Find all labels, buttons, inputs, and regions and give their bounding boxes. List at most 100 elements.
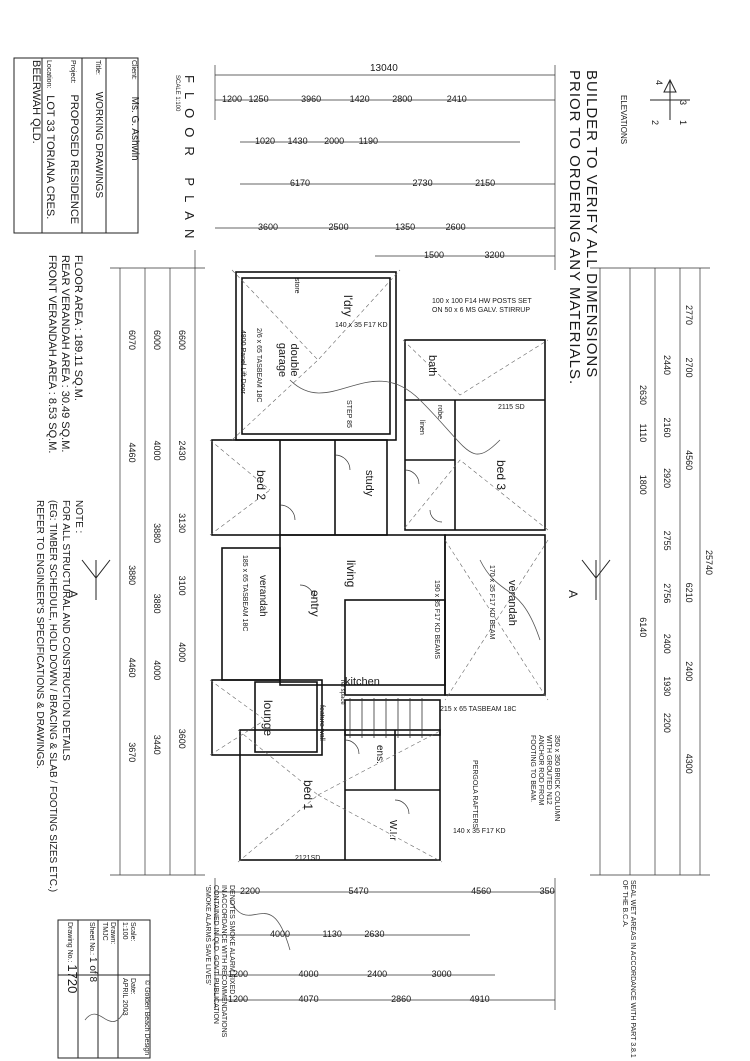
wet-line1: SEAL WET AREAS IN ACCORDANCE WITH PART 3… — [629, 880, 636, 1058]
dim-r3-3: 6140 — [638, 617, 648, 638]
wet-areas-note: SEAL WET AREAS IN ACCORDANCE WITH PART 3… — [620, 880, 636, 1058]
dim-l3-3: 4460 — [127, 657, 137, 678]
garage-door-text: 4800 Panel Lift Door — [239, 330, 246, 394]
elevation-mark-1: 1 — [678, 120, 688, 125]
room-store-text: store — [293, 278, 300, 294]
room-verandah-front: verandah — [257, 575, 268, 617]
room-feature-wall: feature wall — [318, 705, 325, 741]
room-bath: bath — [426, 355, 438, 376]
client-label: Client: — [130, 60, 137, 80]
dim-r2-4: 2756 — [662, 583, 672, 604]
room-robe: robe — [436, 405, 443, 419]
pergola-text: PERGOLA RAFTERS — [471, 760, 478, 829]
dim-r1-5: 4300 — [684, 753, 694, 774]
room-linen-text: linen — [418, 420, 425, 435]
note-line1: FOR ALL STRUCTURAL AND CONSTRUCTION DETA… — [60, 500, 71, 761]
dim-r1-3: 6210 — [684, 582, 694, 603]
dim-r3-2: 1800 — [638, 474, 648, 495]
step-text: STEP 85 — [345, 400, 352, 428]
room-bed1: bed 1 — [301, 780, 315, 810]
dim-t1-1: 1250 — [248, 94, 269, 104]
dim-b1-3: 350 — [539, 886, 555, 896]
dim-r2-3: 2755 — [662, 530, 672, 551]
client-name: Ms. G. Ashwin — [129, 96, 140, 161]
beam-bed1-text: 140 x 35 F17 KD — [453, 828, 506, 835]
dim-r-overall: 25740 — [704, 550, 714, 576]
section-marker-left: A — [66, 590, 80, 598]
dim-b3-2: 2400 — [367, 969, 388, 979]
dim-t3-1: 6170 — [290, 178, 311, 188]
dim-right-col2: 2440 2160 2920 2755 2756 2400 1930 2200 — [662, 355, 672, 733]
sheet-date: Date: APRIL 2003 — [120, 978, 136, 1016]
sheet-company: © Golden Beach Design — [143, 980, 150, 1055]
section-marker-left-text: A — [66, 590, 80, 599]
date-label: Date: — [129, 978, 136, 995]
dim-l2-4: 4000 — [152, 660, 162, 681]
elevation-mark-3: 3 — [678, 100, 688, 105]
dim-top-row4: 3600 2500 1350 2600 — [258, 222, 466, 232]
door-swings — [279, 454, 443, 815]
kd-beam-text: 170 x 35 F17 KD BEAM — [488, 565, 495, 640]
elevation-compass — [650, 78, 690, 120]
dim-right-col3: 2630 1110 1800 6140 — [638, 385, 648, 637]
front-verandah-area: FRONT VERANDAH AREA : 8.53 SQ.M. — [46, 255, 58, 454]
dim-b4-2: 2860 — [391, 994, 412, 1004]
dim-r1-2: 4560 — [684, 450, 694, 471]
scale-label: Scale: — [129, 922, 136, 942]
room-feature-wall-text: feature wall — [318, 705, 325, 741]
room-bed2: bed 2 — [254, 470, 268, 500]
section-marker-right: A — [566, 590, 580, 598]
dim-l1-1: 2430 — [177, 440, 187, 461]
room-entry: entry — [308, 590, 322, 617]
room-linen: linen — [418, 420, 425, 435]
room-store: store — [293, 278, 300, 294]
beam-bath-note: 140 x 35 F17 KD — [335, 322, 388, 329]
elevations-label: ELEVATIONS — [619, 95, 628, 144]
drawing-label: Drawing No.: — [66, 922, 73, 963]
dim-l3-2: 3880 — [127, 565, 137, 586]
elevation-mark-4-text: 4 — [654, 80, 664, 86]
section-marker-right-text: A — [566, 590, 580, 599]
drawn-label: Drawn: — [109, 922, 116, 945]
dim-r2-6: 1930 — [662, 676, 672, 697]
dim-t4-4: 2500 — [328, 222, 349, 232]
dim-l3-0: 6070 — [127, 330, 137, 351]
room-verandah-rear: verandah — [506, 580, 518, 626]
kd-beams-text: 190 x 35 F17 KD BEAMS — [433, 580, 440, 659]
drawn-value: TMJC — [101, 922, 108, 941]
plan-title-text: FLOOR PLAN — [182, 75, 197, 248]
kd-beam-note: 170 x 35 F17 KD BEAM — [488, 565, 495, 639]
room-fridge: ref space — [339, 680, 345, 705]
floor-area: FLOOR AREA : 189.11 SQ.M. — [72, 255, 84, 401]
dim-l1-4: 4000 — [177, 642, 187, 663]
plan-scale-text: SCALE 1:100 — [174, 75, 180, 112]
elevation-mark-3-text: 3 — [678, 100, 688, 106]
dim-l2-2: 3880 — [152, 523, 162, 544]
dim-l1-5: 3600 — [177, 728, 187, 749]
dim-right-overall: 25740 — [704, 550, 714, 575]
dim-overall-top-text: 13040 — [370, 63, 398, 74]
dim-r2-7: 2200 — [662, 712, 672, 733]
dim-r2-5: 2400 — [662, 633, 672, 654]
sd-bed1-note: 2121SD — [295, 855, 320, 862]
dim-l2-3: 3880 — [152, 593, 162, 614]
dim-t2-2: 2000 — [324, 136, 345, 146]
builder-note-line2: PRIOR TO ORDERING ANY MATERIALS. — [566, 70, 583, 386]
room-laundry-text: l'dry — [341, 295, 355, 317]
drawing-number: Drawing No.: 1720 — [65, 922, 80, 993]
room-bed3: bed 3 — [494, 460, 508, 490]
title-label: Title: — [94, 60, 101, 75]
dim-t4-7: 1350 — [395, 222, 416, 232]
dim-bottom-row1: 2200 5470 4560 350 — [240, 886, 555, 896]
section-arrows — [81, 559, 611, 600]
dim-bottom-row2: 4000 1130 2630 — [270, 929, 384, 939]
project-value: PROPOSED RESIDENCE — [68, 94, 80, 225]
dim-r1-4: 2400 — [684, 661, 694, 682]
dim-overall-top: 13040 — [370, 63, 398, 74]
project-label: Project: — [69, 60, 76, 84]
dim-b1-0: 2200 — [240, 886, 261, 896]
tasbeam-garage-note: 2/6 x 65 TASBEAM 18C — [255, 328, 262, 402]
dim-b2-1: 1130 — [322, 929, 342, 939]
dim-right-col1: 2770 2700 4560 6210 2400 4300 — [684, 305, 694, 774]
tasbeam-rear-text: 215 x 65 TASBEAM 18C — [440, 706, 517, 713]
